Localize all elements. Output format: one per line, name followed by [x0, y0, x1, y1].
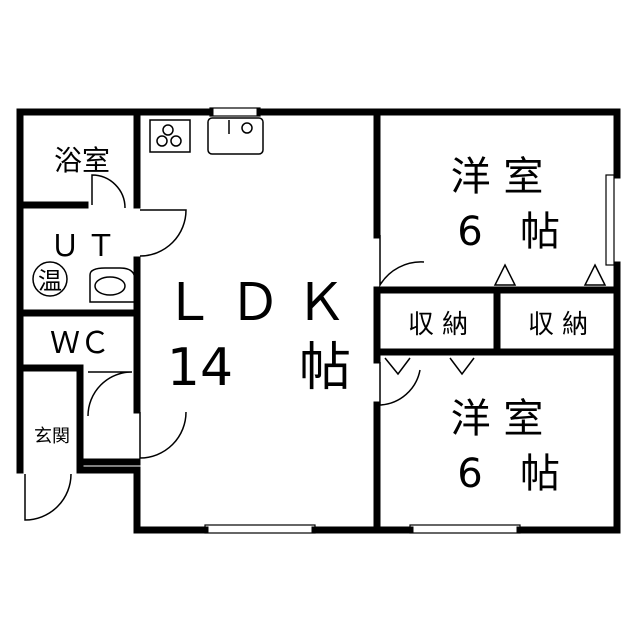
- doors: [24, 174, 607, 521]
- label-ldk-size: 14: [167, 338, 233, 398]
- label-toilet: ＷＣ: [50, 326, 110, 361]
- label-western-room-2: 洋 室: [451, 396, 544, 442]
- window-kitchen: [209, 107, 261, 117]
- label-entrance: 玄関: [34, 426, 70, 447]
- window-room1-side: [605, 174, 615, 266]
- water-heater-icon: [32, 261, 68, 297]
- label-western-room-1: 洋 室: [451, 154, 544, 200]
- label-storage-1: 収 納: [408, 310, 468, 340]
- window-ldk-bottom: [204, 524, 316, 534]
- washbasin-icon: [89, 267, 136, 303]
- label-western-room-2-size: 6: [457, 451, 482, 497]
- label-ldk: ＬＤＫ: [163, 273, 361, 333]
- label-bath: 浴室: [54, 144, 110, 177]
- label-western-room-1-unit: 帖: [520, 209, 560, 255]
- label-utility: ＵＴ: [50, 229, 122, 264]
- label-western-room-2-unit: 帖: [520, 451, 560, 497]
- window-room2-bottom: [409, 524, 521, 534]
- sink-icon: [207, 117, 264, 155]
- label-ldk-unit: 帖: [299, 338, 351, 398]
- label-storage-2: 収 納: [528, 310, 588, 340]
- walls: [16, 108, 621, 534]
- stove-icon: [149, 119, 191, 153]
- label-water-heater: 温: [38, 267, 62, 295]
- label-western-room-1-size: 6: [457, 209, 482, 255]
